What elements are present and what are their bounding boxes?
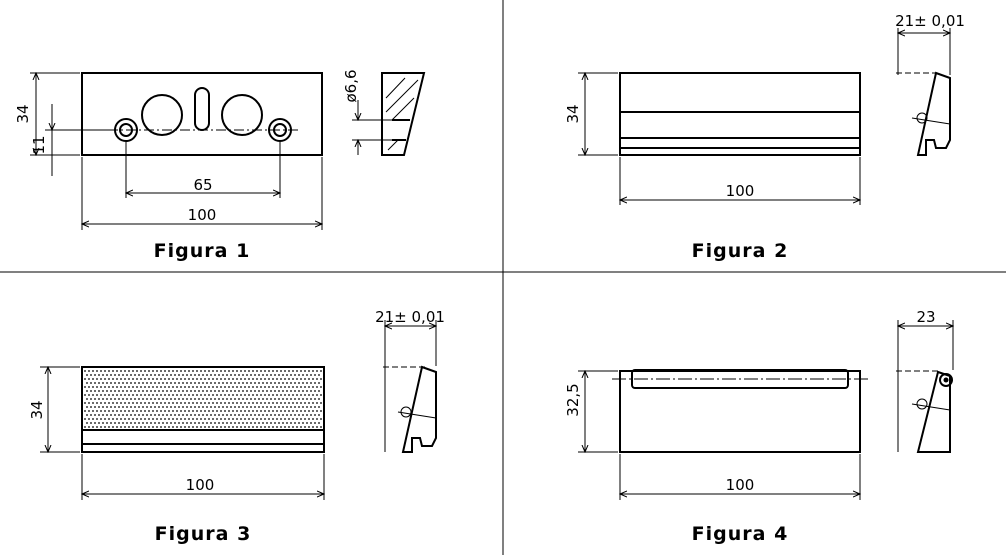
figure-3-dimensions: 34 100 21± 0,01 <box>28 308 445 500</box>
large-bore-right <box>221 94 263 136</box>
figure-1-section-view: ø6,6 <box>342 69 426 156</box>
large-bore-left <box>141 94 183 136</box>
dim-length-label: 100 <box>726 182 755 200</box>
figure-2-dimensions: 34 100 21± 0,01 <box>564 12 965 205</box>
knurled-surface-pattern <box>84 370 322 428</box>
dim-thickness-label: 23 <box>916 308 935 326</box>
dim-length-label: 100 <box>186 476 215 494</box>
figure-4-side-view <box>911 370 953 453</box>
figure-1-caption: Figura 1 <box>154 240 251 262</box>
dim-height-label: 34 <box>564 104 582 123</box>
dim-height-label: 32,5 <box>564 383 582 416</box>
bar-outline <box>81 366 325 453</box>
figure-4-front-view <box>612 369 868 453</box>
dim-height-label: 34 <box>14 104 32 123</box>
figure-2-caption: Figura 2 <box>692 240 789 262</box>
figure-1-front-view <box>81 72 323 156</box>
dim-length-label: 100 <box>188 206 217 224</box>
figure-3-caption: Figura 3 <box>155 523 252 545</box>
dim-height-label: 34 <box>28 400 46 419</box>
dim-thickness-label: 21± 0,01 <box>895 12 965 30</box>
figure-1: 34 11 65 100 ø6,6 <box>14 69 426 262</box>
roller-end <box>939 373 953 387</box>
side-profile <box>916 71 951 156</box>
bar-outline <box>619 72 861 156</box>
figure-4: 32,5 100 23 Figura 4 <box>564 308 953 545</box>
dim-hole-offset-label: 11 <box>30 135 48 154</box>
side-profile <box>401 365 437 453</box>
dim-hole-diameter-label: ø6,6 <box>342 69 360 102</box>
dim-hole-spacing-label: 65 <box>193 176 212 194</box>
figure-2-front-view <box>619 72 861 156</box>
roller-rod <box>631 369 849 389</box>
figure-4-dimensions: 32,5 100 23 <box>564 308 953 500</box>
dim-thickness-label: 21± 0,01 <box>375 308 445 326</box>
figure-1-dimensions: 34 11 65 100 <box>14 73 322 230</box>
bar-outline <box>81 72 323 156</box>
figure-2-side-view <box>911 71 951 156</box>
figure-4-caption: Figura 4 <box>692 523 789 545</box>
dim-length-label: 100 <box>726 476 755 494</box>
figure-3-side-view <box>397 365 437 453</box>
figure-2: 34 100 21± 0,01 Figura 2 <box>564 12 965 262</box>
bar-outline <box>619 370 861 453</box>
center-slot <box>194 87 210 131</box>
figure-3-front-view <box>81 366 325 453</box>
section-profile <box>381 72 426 156</box>
figure-3: 34 100 21± 0,01 Figura 3 <box>28 308 445 545</box>
side-profile <box>916 370 951 453</box>
